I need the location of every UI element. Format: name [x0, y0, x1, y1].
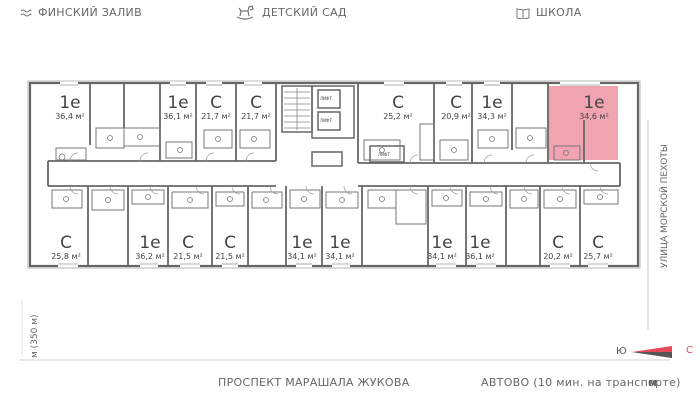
apartment-type: С — [210, 93, 222, 113]
apartment-bottom-3[interactable]: С 21,5 м² — [170, 234, 206, 262]
apartment-type: С — [182, 233, 194, 253]
compass-north: С — [686, 345, 693, 356]
apartment-top-1[interactable]: 1е 36,4 м² — [52, 94, 88, 122]
apartment-bottom-6[interactable]: 1е 34,1 м² — [322, 234, 358, 262]
apartment-area: 25,8 м² — [51, 252, 81, 261]
lift-label: ЛИФТ — [320, 96, 332, 101]
apartment-area: 34,1 м² — [427, 252, 457, 261]
apartment-bottom-8[interactable]: 1е 36,1 м² — [462, 234, 498, 262]
gulf-landmark: ФИНСКИЙ ЗАЛИВ — [20, 6, 142, 19]
metro-icon: м — [648, 376, 658, 389]
apartment-top-5[interactable]: С 25,2 м² — [380, 94, 416, 122]
apartment-type: С — [224, 233, 236, 253]
apartment-area: 21,5 м² — [215, 252, 245, 261]
lift-label: ЛИФТ — [378, 152, 390, 157]
apartment-type: С — [592, 233, 604, 253]
book-icon — [516, 7, 530, 19]
school-landmark: ШКОЛА — [516, 6, 582, 19]
apartment-area: 36,4 м² — [55, 112, 85, 121]
compass-south: Ю — [616, 346, 627, 357]
apartment-top-7[interactable]: 1е 34,3 м² — [474, 94, 510, 122]
gulf-label: ФИНСКИЙ ЗАЛИВ — [38, 6, 142, 19]
apartment-type: С — [60, 233, 72, 253]
compass-arrow-icon — [632, 346, 672, 358]
apartment-area: 36,1 м² — [163, 112, 193, 121]
apartment-area: 20,9 м² — [441, 112, 471, 121]
bottom-street-label: ПРОСПЕКТ МАРАШАЛА ЖУКОВА — [218, 376, 410, 389]
apartment-area: 21,5 м² — [173, 252, 203, 261]
apartment-area: 34,6 м² — [579, 112, 609, 121]
apartment-area: 25,7 м² — [583, 252, 613, 261]
school-label: ШКОЛА — [536, 6, 582, 19]
apartment-bottom-4[interactable]: С 21,5 м² — [212, 234, 248, 262]
apartment-area: 34,1 м² — [325, 252, 355, 261]
apartment-type: С — [552, 233, 564, 253]
apartment-bottom-2[interactable]: 1е 36,2 м² — [130, 234, 170, 262]
apartment-type: 1е — [431, 233, 453, 253]
metro-station-label: АВТОВО (10 мин. на транспорте) — [481, 376, 681, 389]
apartment-type: С — [392, 93, 404, 113]
apartment-top-6[interactable]: С 20,9 м² — [438, 94, 474, 122]
apartment-type: 1е — [481, 93, 503, 113]
apartment-bottom-5[interactable]: 1е 34,1 м² — [284, 234, 320, 262]
apartment-top-8-highlighted[interactable]: 1е 34,6 м² — [574, 94, 614, 122]
apartment-type: 1е — [59, 93, 81, 113]
apartment-bottom-10[interactable]: С 25,7 м² — [578, 234, 618, 262]
metro-distance-label: м (350 м) — [30, 314, 40, 358]
apartment-area: 21,7 м² — [201, 112, 231, 121]
apartment-area: 36,1 м² — [465, 252, 495, 261]
apartment-top-2[interactable]: 1е 36,1 м² — [160, 94, 196, 122]
apartment-area: 34,1 м² — [287, 252, 317, 261]
waves-icon — [20, 9, 32, 16]
right-street-label: УЛИЦА МОРСКОЙ ПЕХОТЫ — [660, 144, 670, 268]
apartment-area: 25,2 м² — [383, 112, 413, 121]
highlighted-apartment[interactable] — [548, 86, 618, 160]
apartment-type: 1е — [469, 233, 491, 253]
apartment-type: С — [250, 93, 262, 113]
apartment-area: 21,7 м² — [241, 112, 271, 121]
apartment-area: 36,2 м² — [135, 252, 165, 261]
rocking-horse-icon — [236, 5, 254, 20]
kindergarten-landmark: ДЕТСКИЙ САД — [234, 4, 347, 20]
apartment-top-4[interactable]: С 21,7 м² — [238, 94, 274, 122]
apartment-bottom-7[interactable]: 1е 34,1 м² — [424, 234, 460, 262]
apartment-area: 20,2 м² — [543, 252, 573, 261]
apartment-top-3[interactable]: С 21,7 м² — [198, 94, 234, 122]
apartment-area: 34,3 м² — [477, 112, 507, 121]
apartment-type: 1е — [139, 233, 161, 253]
apartment-type: 1е — [329, 233, 351, 253]
apartment-type: 1е — [167, 93, 189, 113]
apartment-bottom-1[interactable]: С 25,8 м² — [46, 234, 86, 262]
apartment-type: 1е — [291, 233, 313, 253]
lift-label: ЛИФТ — [320, 118, 332, 123]
apartment-bottom-9[interactable]: С 20,2 м² — [538, 234, 578, 262]
apartment-type: С — [450, 93, 462, 113]
kindergarten-label: ДЕТСКИЙ САД — [262, 5, 347, 19]
apartment-type: 1е — [583, 93, 605, 113]
